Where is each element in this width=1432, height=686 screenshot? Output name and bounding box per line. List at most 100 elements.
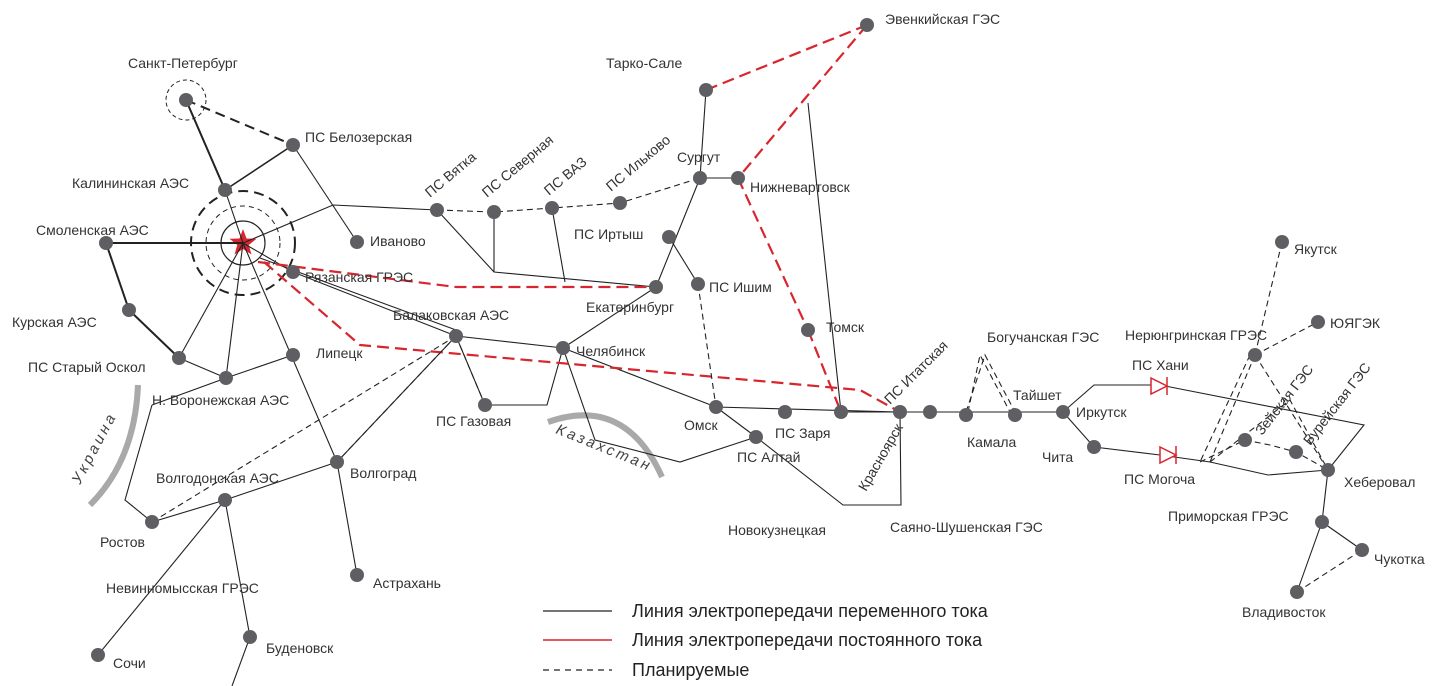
label-spb: Санкт-Петербург [128, 55, 238, 71]
legend-ac-label: Линия электропередачи переменного тока [632, 601, 989, 621]
label-zeyskaya: Зейская ГЭС [1252, 361, 1317, 437]
node-vyatka [430, 203, 444, 217]
label-evenkiyskaya: Эвенкийская ГЭС [885, 11, 1000, 27]
labels: Санкт-Петербург ПС Белозерская Калининск… [12, 11, 1425, 671]
node-krasnoyarsk-2 [923, 405, 937, 419]
label-irtysh: ПС Иртыш [574, 226, 643, 242]
label-budennovsk: Буденовск [266, 640, 334, 656]
mogocha-diode-icon [1159, 445, 1178, 465]
label-ryazanskaya: Рязанская ГРЭС [305, 269, 413, 285]
label-ivanovo: Иваново [370, 233, 426, 249]
ukraine-border [87, 384, 141, 508]
node-spb [179, 93, 193, 107]
node-kalininskaya [218, 183, 232, 197]
node-neryungrinskaya [1248, 348, 1262, 362]
kazakhstan-border [547, 412, 665, 479]
label-kheberoval: Хеберовал [1344, 474, 1415, 490]
node-tarko-sale [699, 83, 713, 97]
node-nizhnevartovsk [731, 171, 745, 185]
dc-lines [257, 23, 901, 413]
label-nevinnomysskaya: Невинномысская ГРЭС [106, 580, 259, 596]
label-taishet: Тайшет [1013, 387, 1062, 403]
node-severnaya [487, 205, 501, 219]
node-balakovskaya [449, 329, 463, 343]
node-irtysh [662, 230, 676, 244]
node-ryazanskaya [286, 265, 300, 279]
node-chukotka [1355, 543, 1369, 557]
label-volgodonskaya: Волгодонская АЭС [156, 470, 279, 486]
label-stary-oskol: ПС Старый Оскол [28, 359, 146, 375]
node-taishet [1008, 408, 1022, 422]
label-omsk: Омск [684, 417, 719, 433]
label-itatskaya: ПС Итатская [881, 337, 951, 407]
label-neryungrinskaya: Нерюнгринская ГРЭС [1125, 327, 1267, 343]
node-volgograd [330, 455, 344, 469]
node-chita [1087, 440, 1101, 454]
label-kurskaya: Курская АЭС [12, 314, 97, 330]
dc-converters [1150, 376, 1178, 465]
node-belozerskaya [286, 138, 300, 152]
label-primorskaya: Приморская ГРЭС [1168, 508, 1289, 524]
node-tomsk [801, 323, 815, 337]
node-chelyabinsk [556, 341, 570, 355]
khani-diode-icon [1150, 376, 1169, 396]
node-surgut [693, 171, 707, 185]
node-kamala [959, 408, 973, 422]
node-yakutsk [1275, 235, 1289, 249]
node-vladivostok [1290, 585, 1304, 599]
legend: Линия электропередачи переменного тока Л… [543, 601, 989, 680]
label-ishim: ПС Ишим [709, 279, 772, 295]
label-nizhnevartovsk: Нижневартовск [750, 179, 851, 195]
node-volgodonskaya [218, 493, 232, 507]
label-mogocha: ПС Могоча [1124, 471, 1195, 487]
label-sochi: Сочи [113, 655, 146, 671]
node-yuyagek [1311, 315, 1325, 329]
label-chukotka: Чукотка [1374, 551, 1425, 567]
label-altai: ПС Алтай [737, 449, 800, 465]
label-krasnoyarsk: Красноярск [855, 420, 907, 493]
label-n-voronezh: Н. Воронежская АЭС [152, 392, 289, 408]
node-evenkiyskaya [860, 18, 874, 32]
node-irkutsk [1056, 405, 1070, 419]
node-ivanovo [350, 235, 364, 249]
label-chelyabinsk: Челябинск [576, 343, 646, 359]
label-vladivostok: Владивосток [1242, 604, 1326, 620]
label-kazakhstan: Казахстан [554, 421, 656, 475]
ac-lines [97, 89, 1365, 686]
label-kalininskaya: Калининская АЭС [72, 175, 189, 191]
label-novokuznetskaya: Новокузнецкая [728, 522, 826, 538]
legend-planned-label: Планируемые [632, 660, 749, 680]
region-borders [87, 384, 665, 508]
spb-ring [165, 79, 207, 121]
label-astrakhan: Астрахань [373, 575, 441, 591]
label-vyatka: ПС Вятка [422, 148, 480, 200]
legend-dc-label: Линия электропередачи постоянного тока [632, 630, 983, 650]
label-chita: Чита [1042, 449, 1073, 465]
node-ishim [691, 277, 705, 291]
node-ilkovo [613, 196, 627, 210]
nodes [91, 18, 1369, 662]
node-kheberoval [1321, 463, 1335, 477]
node-primorskaya [1315, 515, 1329, 529]
label-ekaterinburg: Екатеринбург [586, 299, 674, 315]
label-tomsk: Томск [826, 319, 865, 335]
node-budennovsk [243, 630, 257, 644]
node-ekaterinburg [649, 280, 663, 294]
label-vaz: ПС ВАЗ [541, 154, 590, 199]
label-rostov: Ростов [100, 534, 145, 550]
node-smolenskaya [99, 236, 113, 250]
node-altai [749, 430, 763, 444]
node-astrakhan [350, 568, 364, 582]
label-sayano: Саяно-Шушенская ГЭС [890, 519, 1043, 535]
node-kurskaya [122, 303, 136, 317]
label-zarya: ПС Заря [775, 425, 831, 441]
node-vaz [545, 201, 559, 215]
node-stary-oskol [172, 351, 186, 365]
node-rostov [145, 515, 159, 529]
label-boguchanskaya: Богучанская ГЭС [987, 329, 1099, 345]
label-lipetsk: Липецк [316, 345, 363, 361]
label-smolenskaya: Смоленская АЭС [36, 222, 149, 238]
node-itatskaya [893, 405, 907, 419]
label-kamala: Камала [967, 434, 1017, 450]
